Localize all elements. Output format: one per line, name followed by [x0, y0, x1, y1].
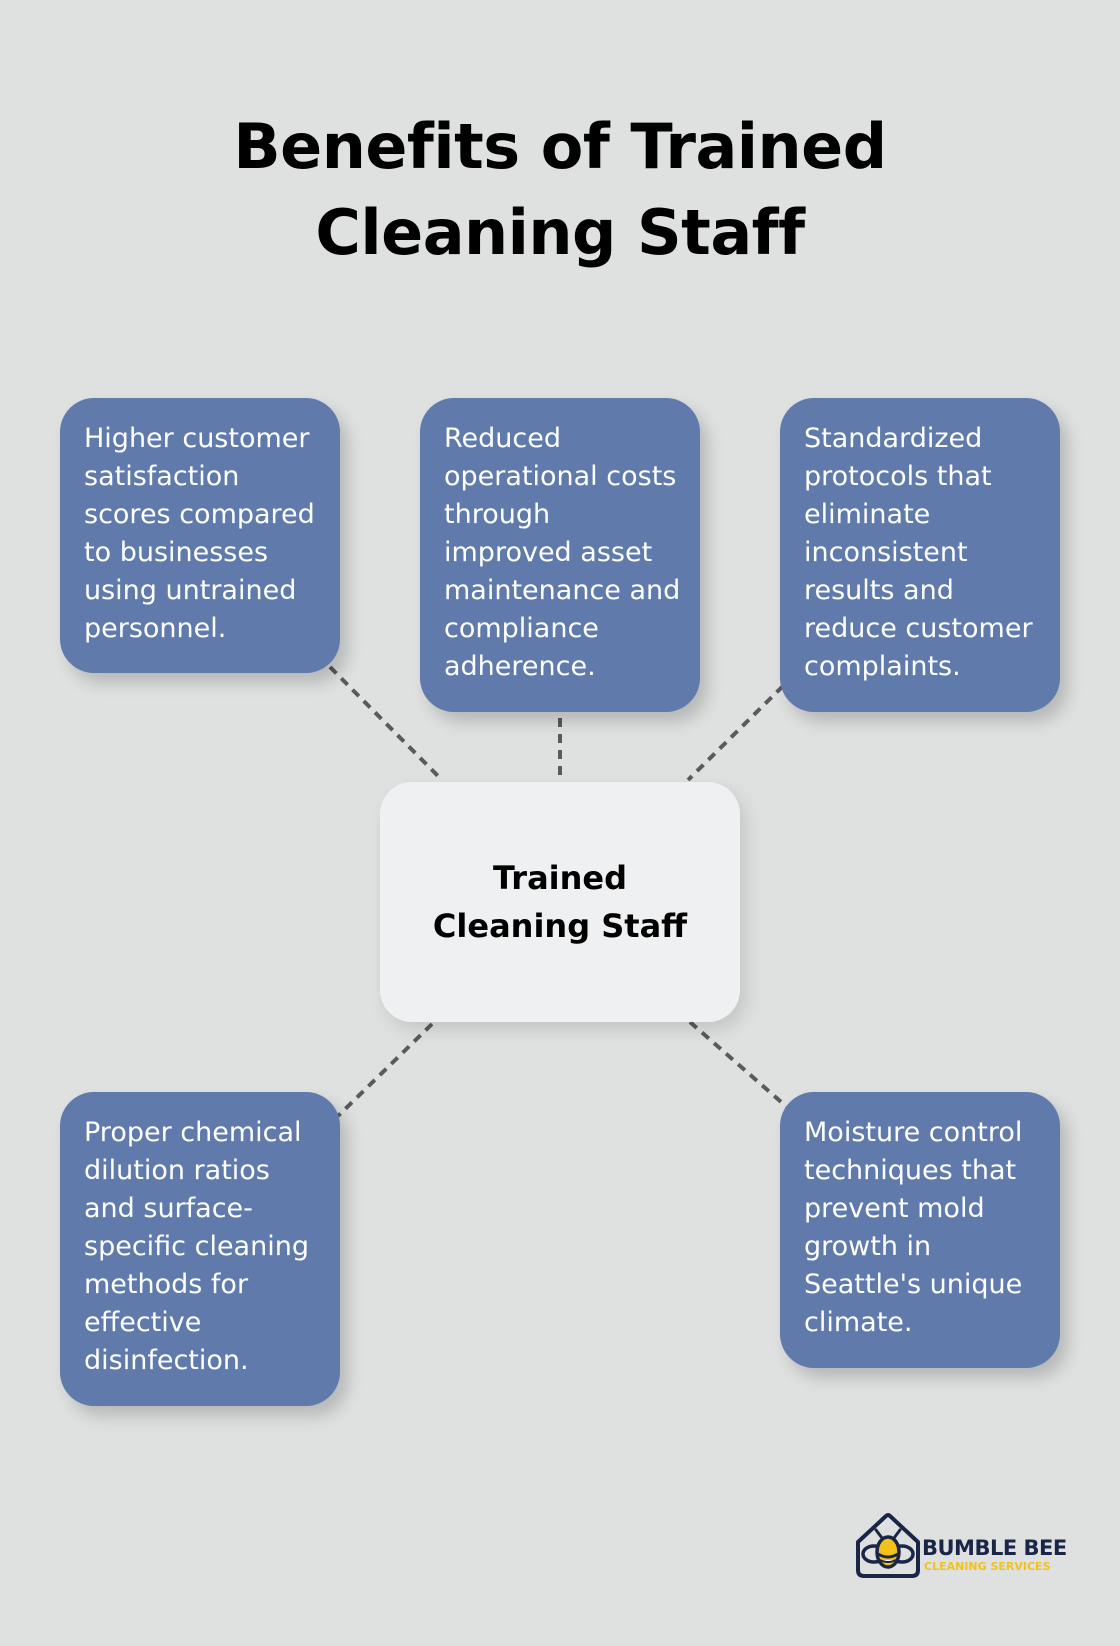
benefit-text: Higher customer satisfaction scores comp… [84, 423, 315, 644]
logo-name: BUMBLE BEE [922, 1536, 1067, 1560]
center-node-label: Trained Cleaning Staff [432, 859, 688, 945]
page-title: Benefits of Trained Cleaning Staff [233, 110, 887, 269]
benefit-box-chemical-dilution: Proper chemical dilution ratios and surf… [60, 1092, 340, 1406]
benefit-box-standardized-protocols: Standardized protocols that eliminate in… [780, 398, 1060, 712]
benefit-text: Moisture control techniques that prevent… [804, 1117, 1023, 1338]
connector-top-right [686, 684, 785, 782]
benefit-text: Proper chemical dilution ratios and surf… [84, 1117, 309, 1376]
bee-house-icon [856, 1513, 920, 1578]
benefit-box-customer-satisfaction: Higher customer satisfaction scores comp… [60, 398, 340, 673]
benefit-box-moisture-control: Moisture control techniques that prevent… [780, 1092, 1060, 1368]
benefit-box-operational-costs: Reduced operational costs through improv… [420, 398, 700, 712]
logo-tagline: CLEANING SERVICES [924, 1560, 1051, 1573]
connector-bottom-right [688, 1020, 790, 1110]
center-node: Trained Cleaning Staff [380, 782, 740, 1022]
company-logo: BUMBLE BEE CLEANING SERVICES [850, 1508, 1067, 1582]
benefit-text: Reduced operational costs through improv… [444, 423, 681, 682]
connector-bottom-left [336, 1022, 434, 1118]
connector-top-left [328, 665, 444, 782]
benefit-text: Standardized protocols that eliminate in… [804, 423, 1033, 682]
